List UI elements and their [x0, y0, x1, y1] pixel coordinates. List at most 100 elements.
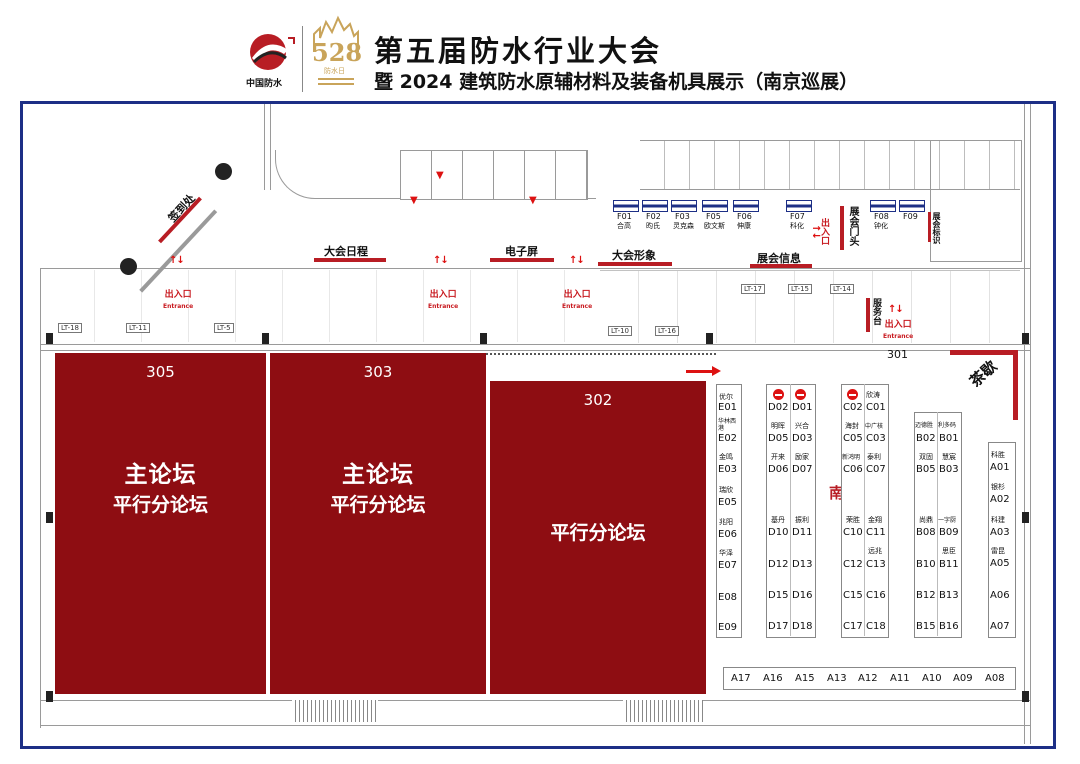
booth-name: 瑞欣	[719, 486, 733, 494]
booth-name: 华泽	[719, 549, 733, 557]
booth-name: 金鸣	[719, 453, 733, 461]
booth-code: A16	[763, 673, 783, 684]
booth-code: B12	[916, 590, 936, 601]
pillar-icon	[215, 163, 232, 180]
booth-name: 欣涛	[866, 391, 880, 399]
booth-name: 慧宸	[942, 453, 956, 461]
booth-code: A09	[953, 673, 973, 684]
gate-label: 展会门头	[847, 206, 858, 246]
agenda-bar	[314, 258, 386, 262]
badge-528-icon: 528 防水日	[306, 14, 366, 96]
down-arrow-icon: ▼	[410, 195, 418, 206]
booth-code: A17	[731, 673, 751, 684]
entrance-arrow-icon: ↑↓	[433, 255, 449, 266]
pillar-icon	[46, 333, 53, 344]
hall-main-forum: 主论坛	[124, 462, 197, 488]
booth-name: 新鸿明	[842, 454, 861, 461]
booth-code: B15	[916, 621, 936, 632]
hall-301-label: 301	[887, 348, 908, 361]
page-title: 第五届防水行业大会	[374, 34, 663, 68]
down-arrow-icon: ▼	[436, 170, 444, 181]
pillar-icon	[46, 512, 53, 523]
booth-name: 励家	[795, 453, 809, 461]
logo-icon	[244, 32, 296, 72]
c-booth-block	[841, 384, 889, 638]
booth-code: D17	[768, 621, 789, 632]
booth-code: E07	[718, 560, 738, 571]
booth-name: 振利	[795, 516, 809, 524]
service-label: 服务台	[871, 298, 881, 325]
lift-label: LT-14	[830, 284, 855, 294]
tea-break-bar	[950, 350, 1018, 355]
booth-code: A01	[990, 462, 1010, 473]
booth-code: D01	[792, 402, 813, 413]
booth-code: E03	[718, 464, 738, 475]
floor-plan-frame	[20, 101, 1056, 749]
booth-code: C07	[866, 464, 886, 475]
booth-code: F06	[737, 212, 752, 221]
booth-code: E01	[718, 402, 738, 413]
booth-code: F03	[675, 212, 690, 221]
booth-code: E06	[718, 529, 738, 540]
service-bar	[866, 298, 870, 332]
booth-name: 基丹	[771, 516, 785, 524]
booth-name: 钟化	[874, 222, 888, 230]
booth-code: F05	[706, 212, 721, 221]
booth-f06-icon	[733, 200, 759, 212]
booth-code: A03	[990, 527, 1010, 538]
hall-sub-forum: 平行分论坛	[330, 494, 426, 516]
page-subtitle: 暨 2024 建筑防水原辅材料及装备机具展示（南京巡展）	[374, 71, 859, 93]
booth-code: C15	[843, 590, 863, 601]
pillar-icon	[706, 333, 713, 344]
stairs	[292, 700, 378, 722]
booth-code: D07	[792, 464, 813, 475]
d-booth-block	[766, 384, 816, 638]
lift-label: LT-10	[608, 326, 633, 336]
booth-code: F01	[617, 212, 632, 221]
lift-label: LT-17	[741, 284, 766, 294]
booth-code: B13	[939, 590, 959, 601]
pillar-icon	[480, 333, 487, 344]
booth-name: 利多码	[938, 422, 957, 429]
no-entry-icon	[847, 389, 858, 400]
entrance-arrow-icon: ↑↓	[888, 304, 904, 315]
booth-name: 灵克森	[673, 222, 694, 230]
booth-name: 华林西港	[718, 418, 737, 432]
booth-name: 开来	[771, 453, 785, 461]
booth-name: 中广核	[865, 423, 884, 430]
booth-name: 昀氏	[646, 222, 660, 230]
lift-label: LT-18	[58, 323, 83, 333]
booth-code: D18	[792, 621, 813, 632]
hall-305[interactable]: 305 主论坛 平行分论坛	[55, 353, 266, 694]
booth-name: 雷昆	[991, 547, 1005, 555]
hall-302[interactable]: 302 平行分论坛	[490, 381, 706, 694]
booth-name: 荣胜	[846, 516, 860, 524]
hall-number: 302	[583, 391, 613, 409]
booth-name: 兴合	[795, 422, 809, 430]
booth-code: B05	[916, 464, 936, 475]
booth-code: F02	[646, 212, 661, 221]
booth-code: C03	[866, 433, 886, 444]
pillar-icon	[46, 691, 53, 702]
booth-code: A15	[795, 673, 815, 684]
booth-code: D16	[792, 590, 813, 601]
expo-sign-label: 展会标识	[932, 212, 941, 244]
booth-code: F09	[903, 212, 918, 221]
booth-name: 欧文斯	[704, 222, 725, 230]
badge-text: 防水日	[324, 67, 345, 75]
lift-label: LT-15	[788, 284, 813, 294]
info-bar	[750, 264, 812, 268]
booth-name: 优尔	[719, 393, 733, 401]
a-booth-column	[988, 442, 1016, 638]
lift-label: LT-5	[214, 323, 234, 333]
a-booth-row	[723, 667, 1016, 690]
booth-code: D10	[768, 527, 789, 538]
hall-303[interactable]: 303 主论坛 平行分论坛	[270, 353, 486, 694]
booth-code: B10	[916, 559, 936, 570]
booth-code: B09	[939, 527, 959, 538]
booth-code: D05	[768, 433, 789, 444]
hall-sub-forum: 平行分论坛	[112, 494, 208, 516]
